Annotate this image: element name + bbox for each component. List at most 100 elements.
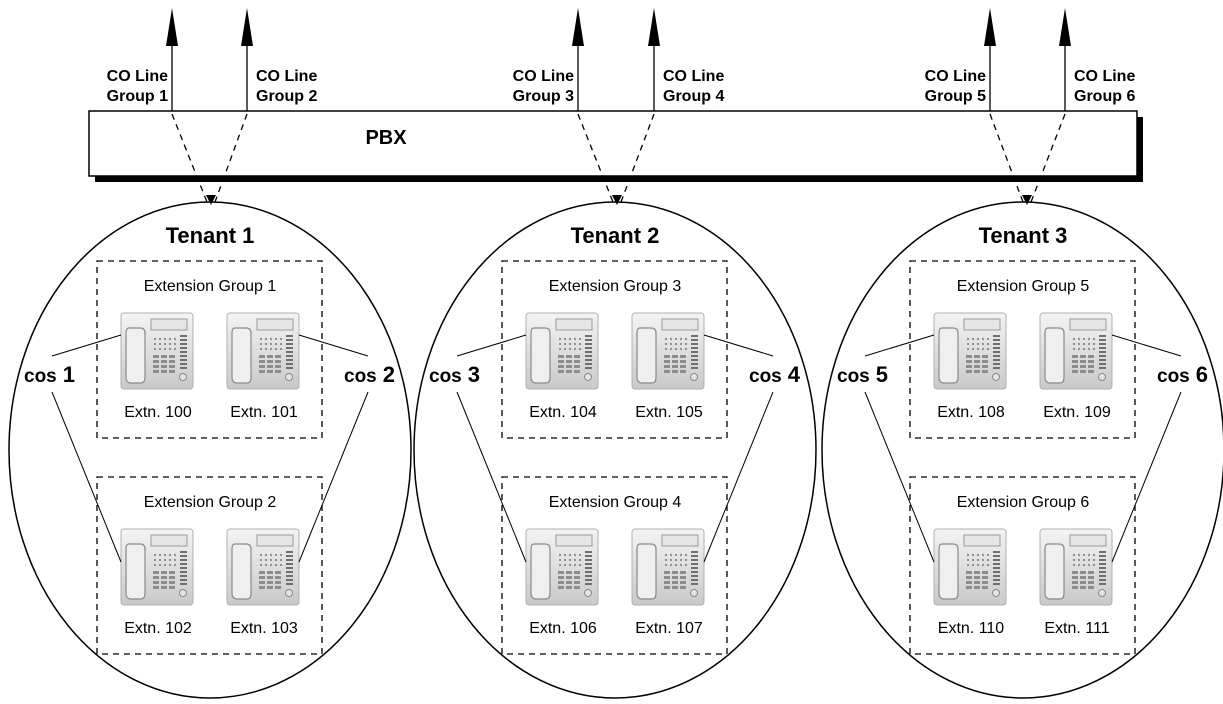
cos-label: cos 2 — [344, 362, 395, 387]
cos-number: 1 — [63, 362, 75, 387]
extension-group-box — [96, 260, 323, 439]
phone-icon — [226, 312, 300, 390]
tenant-title: Tenant 1 — [166, 223, 255, 248]
co-line-label: CO Line — [663, 68, 724, 85]
cos-prefix: cos — [429, 366, 462, 387]
extension-label: Extn. 110 — [938, 620, 1005, 637]
phone-icon — [933, 528, 1007, 606]
cos-number: 2 — [383, 362, 395, 387]
dashed-link — [577, 113, 614, 203]
cos-prefix: cos — [344, 366, 377, 387]
co-line-arrow-head — [1059, 8, 1071, 46]
cos-label: cos 1 — [24, 362, 75, 387]
cos-prefix: cos — [749, 366, 782, 387]
co-line-label: CO Line — [513, 68, 574, 85]
cos-connector — [51, 391, 122, 563]
cos-number: 5 — [876, 362, 888, 387]
co-line-group-label: Group 1 — [107, 88, 168, 105]
tenant-link-layer — [171, 113, 1066, 205]
extension-group: Extension Group 2 Extn. 102 Extn. 103 — [96, 476, 323, 655]
link-arrowhead — [612, 195, 622, 205]
cos-prefix: cos — [837, 366, 870, 387]
co-line-arrow-head — [572, 8, 584, 46]
phone-icon — [525, 528, 599, 606]
extension-group-box — [96, 476, 323, 655]
co-line-arrow-head — [241, 8, 253, 46]
cos-connector — [703, 391, 774, 563]
phone-icon — [631, 528, 705, 606]
cos-number: 3 — [468, 362, 480, 387]
cos-connector — [864, 391, 935, 563]
co-line-arrow-head — [166, 8, 178, 46]
phone-icon — [933, 312, 1007, 390]
tenant-title: Tenant 2 — [571, 223, 660, 248]
co-line-group-label: Group 2 — [256, 88, 317, 105]
cos-connector — [456, 391, 527, 563]
cos-label-6: cos 6 — [1111, 334, 1208, 563]
cos-connector — [298, 334, 369, 357]
co-line-label: CO Line — [1074, 68, 1135, 85]
tenant-ellipse — [821, 201, 1223, 699]
extension-group-box — [909, 476, 1136, 655]
extension-label: Extn. 100 — [124, 404, 192, 421]
co-line-label: CO Line — [256, 68, 317, 85]
extension-label: Extn. 107 — [635, 620, 703, 637]
extension-group: Extension Group 4 Extn. 106 Extn. 107 — [501, 476, 728, 655]
extension-label: Extn. 111 — [1044, 620, 1109, 637]
link-arrowhead — [1022, 195, 1032, 205]
co-line-arrow-head — [984, 8, 996, 46]
cos-label: cos 5 — [837, 362, 888, 387]
extension-group-box — [501, 260, 728, 439]
co-line-group-label: Group 4 — [663, 88, 724, 105]
cos-label-5: cos 5 — [837, 334, 935, 563]
extension-group-box — [909, 260, 1136, 439]
extension-group-label: Extension Group 1 — [144, 278, 277, 295]
phone-icon — [631, 312, 705, 390]
cos-label-1: cos 1 — [24, 334, 122, 563]
cos-label: cos 6 — [1157, 362, 1208, 387]
tenant-title: Tenant 3 — [979, 223, 1068, 248]
extension-label: Extn. 101 — [230, 404, 298, 421]
link-arrowhead — [206, 195, 216, 205]
cos-prefix: cos — [1157, 366, 1190, 387]
dashed-link — [620, 113, 655, 203]
co-line-group-label: Group 5 — [925, 88, 986, 105]
tenant-ellipse — [413, 201, 817, 699]
dashed-link — [214, 113, 248, 203]
tenant-ellipse — [8, 201, 412, 699]
extension-group-label: Extension Group 4 — [549, 494, 682, 511]
co-line-label: CO Line — [107, 68, 168, 85]
dashed-link — [1030, 113, 1066, 203]
extension-label: Extn. 103 — [230, 620, 298, 637]
cos-connector — [864, 334, 935, 357]
dashed-link — [171, 113, 208, 203]
phone-icon — [120, 528, 194, 606]
extension-group: Extension Group 1 Extn. 100 Extn. 101 — [96, 260, 323, 439]
co-line-label: CO Line — [925, 68, 986, 85]
dashed-link — [989, 113, 1024, 203]
cos-label-2: cos 2 — [298, 334, 395, 563]
extension-group-label: Extension Group 3 — [549, 278, 682, 295]
cos-label: cos 3 — [429, 362, 480, 387]
extension-label: Extn. 106 — [529, 620, 597, 637]
extension-group-label: Extension Group 6 — [957, 494, 1090, 511]
cos-connector — [51, 334, 122, 357]
phone-icon — [525, 312, 599, 390]
extension-group: Extension Group 6 Extn. 110 Extn. 111 — [909, 476, 1136, 655]
cos-number: 6 — [1196, 362, 1208, 387]
pbx-box: PBX — [88, 110, 1143, 182]
cos-prefix: cos — [24, 366, 57, 387]
extension-group-label: Extension Group 2 — [144, 494, 277, 511]
cos-connector — [1111, 391, 1182, 563]
extension-label: Extn. 102 — [124, 620, 192, 637]
